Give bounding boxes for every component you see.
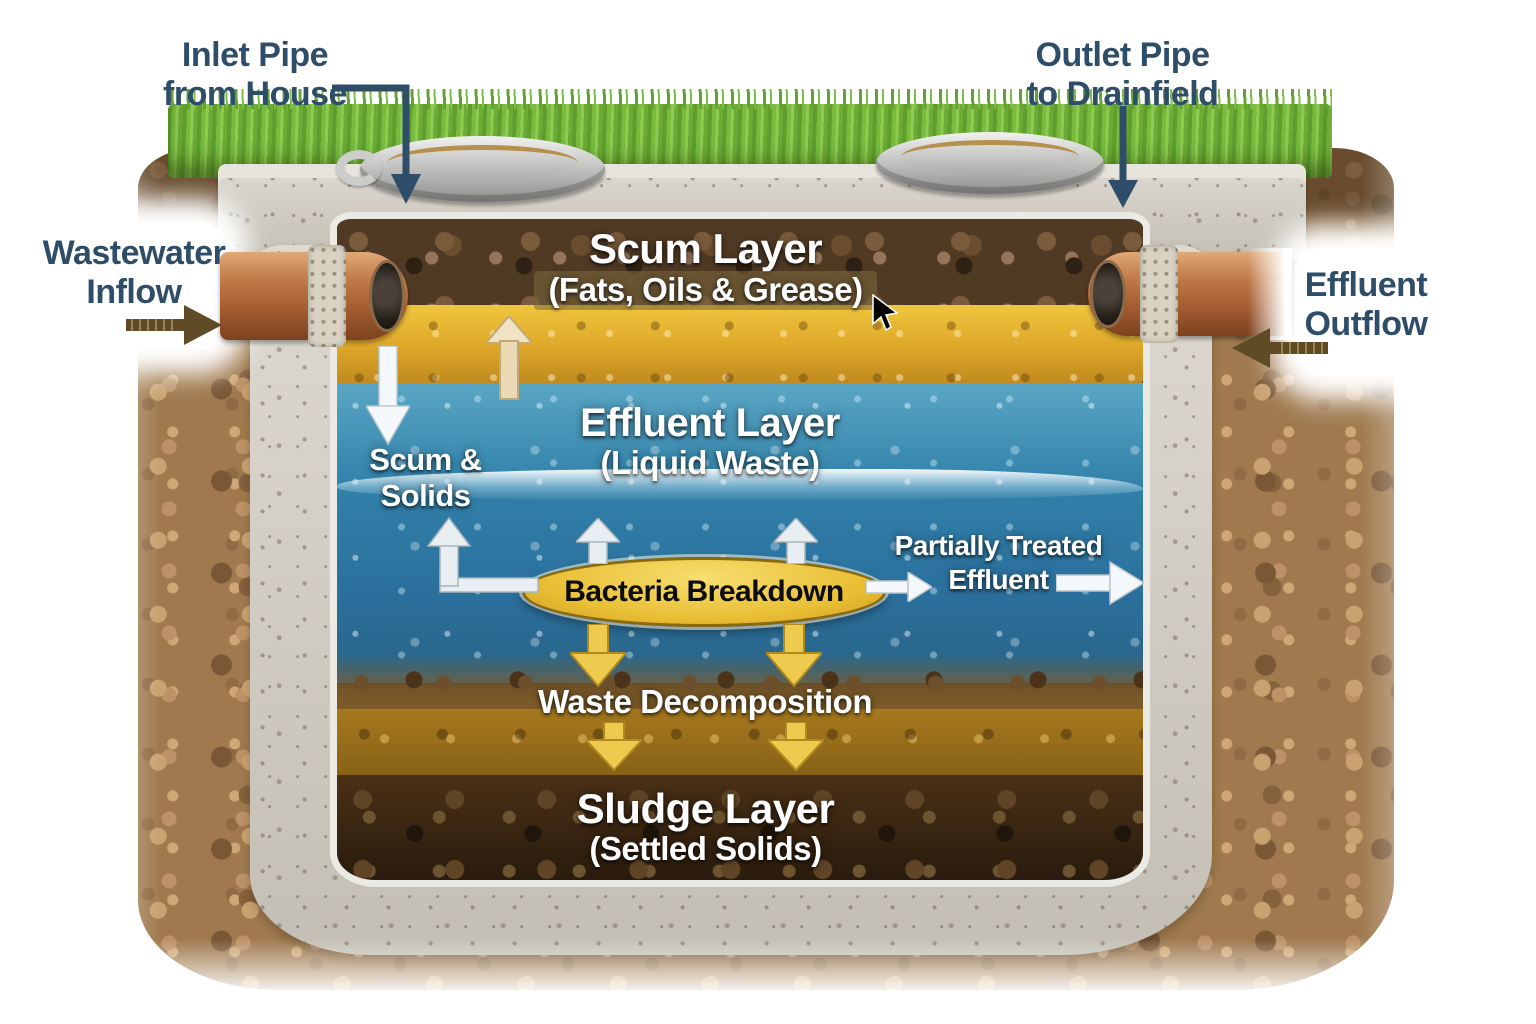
effluent-water-layer bbox=[337, 383, 1143, 683]
scum-layer-label: Scum Layer (Fats, Oils & Grease) bbox=[478, 225, 933, 311]
outlet-pipe-opening bbox=[1090, 259, 1126, 329]
inlet-pipe-opening bbox=[369, 259, 405, 333]
access-lid-right bbox=[876, 132, 1104, 194]
scum-layer-subtitle: (Fats, Oils & Grease) bbox=[534, 271, 877, 311]
effluent-flow-arrow-icon bbox=[866, 572, 932, 602]
solids-settle-arrow-icon bbox=[366, 346, 410, 446]
partially-treated-label: Partially Treated Effluent bbox=[876, 529, 1121, 596]
outlet-pipe-label-line1: Outlet Pipe bbox=[1035, 36, 1210, 74]
edge-fade-left bbox=[0, 0, 160, 1024]
scum-rise-arrow-icon bbox=[486, 316, 532, 400]
outlet-pipe-label-line2: to Drainfield bbox=[1026, 74, 1219, 113]
waste-decomposition-label: Waste Decomposition bbox=[500, 683, 910, 721]
outlet-flow-arrow-icon bbox=[1056, 560, 1144, 606]
outlet-pipe-collar bbox=[1140, 245, 1178, 343]
inlet-connector-arrow-icon bbox=[332, 84, 421, 204]
scum-solids-line2: Solids bbox=[380, 477, 471, 513]
bacteria-breakdown-title: Bacteria Breakdown bbox=[564, 575, 844, 608]
scum-solids-label: Scum & Solids bbox=[338, 442, 513, 514]
scum-solids-line1: Scum & bbox=[369, 442, 482, 477]
waste-decomposition-title: Waste Decomposition bbox=[538, 683, 873, 720]
scum-layer-title: Scum Layer bbox=[588, 225, 823, 272]
inlet-pipe bbox=[220, 245, 408, 347]
effluent-layer-subtitle: (Liquid Waste) bbox=[600, 444, 820, 482]
partially-treated-line2: Effluent bbox=[948, 563, 1049, 595]
inlet-pipe-label: Inlet Pipe from House bbox=[150, 36, 360, 114]
elbow-up-arrow-icon bbox=[426, 516, 539, 593]
oval-up-arrow-right-icon bbox=[774, 518, 818, 564]
effluent-outflow-line1: Effluent bbox=[1304, 266, 1428, 304]
decomp-down-arrow-right-icon bbox=[768, 722, 824, 772]
wastewater-inflow-line1: Wastewater bbox=[42, 234, 226, 272]
bacteria-breakdown-badge: Bacteria Breakdown bbox=[522, 557, 886, 627]
effluent-layer-label: Effluent Layer (Liquid Waste) bbox=[480, 401, 940, 482]
effluent-outflow-label: Effluent Outflow bbox=[1286, 266, 1446, 344]
decomp-down-arrow-left-icon bbox=[586, 722, 642, 772]
oval-down-arrow-left-icon bbox=[570, 624, 626, 688]
effluent-layer-title: Effluent Layer bbox=[580, 401, 840, 445]
outlet-down-arrow-icon bbox=[1108, 106, 1138, 208]
outlet-pipe-label: Outlet Pipe to Drainfield bbox=[1000, 36, 1245, 114]
sludge-layer-subtitle: (Settled Solids) bbox=[589, 830, 822, 868]
partially-treated-line1: Partially Treated bbox=[894, 530, 1103, 561]
effluent-outflow-line2: Outflow bbox=[1304, 304, 1428, 343]
scum-gold-layer bbox=[337, 305, 1143, 393]
oval-up-arrow-left-icon bbox=[576, 518, 620, 564]
inlet-pipe-collar bbox=[308, 245, 346, 347]
tank-cavity bbox=[330, 212, 1150, 887]
sludge-layer-title: Sludge Layer bbox=[576, 785, 835, 832]
access-lid-handle-icon bbox=[336, 150, 382, 186]
inlet-pipe-label-line1: Inlet Pipe bbox=[181, 36, 329, 74]
sludge-layer-label: Sludge Layer (Settled Solids) bbox=[478, 786, 933, 868]
oval-down-arrow-right-icon bbox=[766, 624, 822, 688]
outlet-pipe bbox=[1088, 245, 1292, 343]
outflow-arrow-icon bbox=[1232, 328, 1328, 368]
sludge-bottom-layer bbox=[337, 775, 1143, 880]
mouse-cursor-icon bbox=[872, 294, 899, 332]
waterline-foam bbox=[337, 469, 1143, 501]
wastewater-inflow-label: Wastewater Inflow bbox=[28, 234, 240, 312]
inlet-pipe-label-line2: from House bbox=[163, 74, 347, 113]
wastewater-inflow-line2: Inflow bbox=[86, 272, 182, 311]
